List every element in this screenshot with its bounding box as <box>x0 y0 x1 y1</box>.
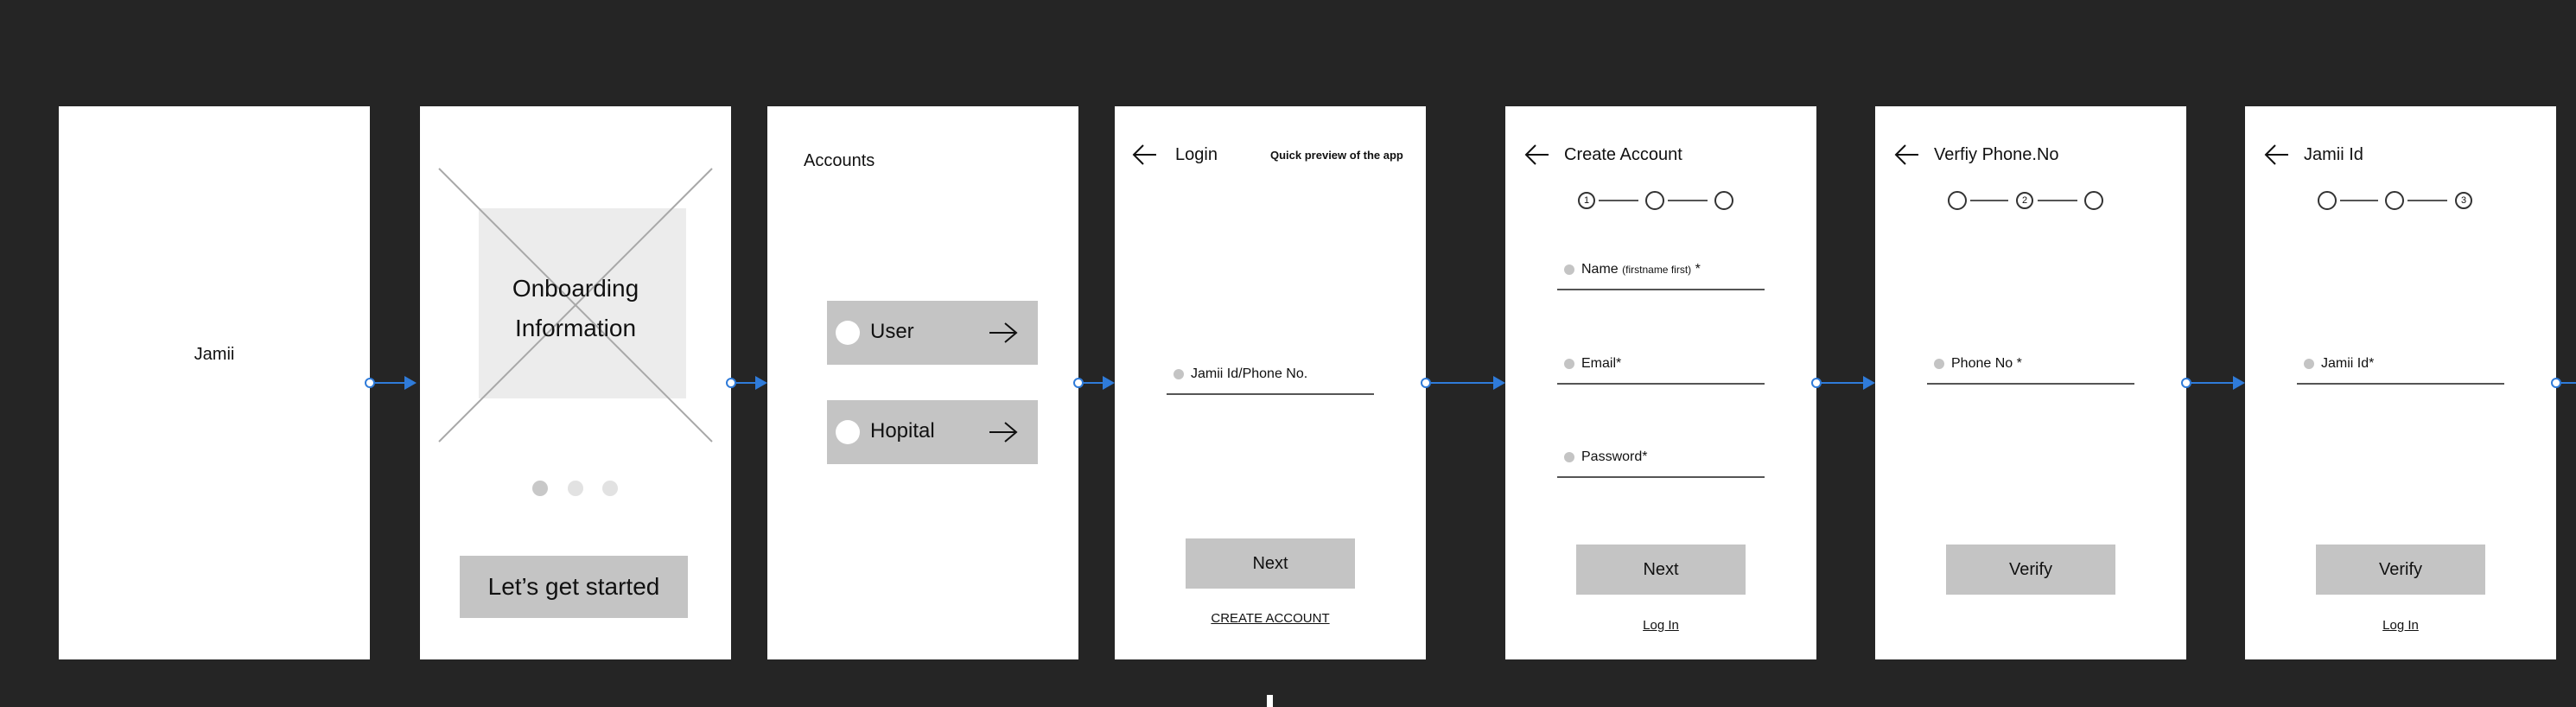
stepper: 2 <box>1948 190 2114 211</box>
jamii-id-title: Jamii Id <box>2304 145 2363 164</box>
onboarding-info-text: Onboarding Information <box>512 275 639 341</box>
image-placeholder-icon <box>438 168 713 443</box>
page-dot-2[interactable] <box>568 481 583 496</box>
accounts-title: Accounts <box>804 151 875 170</box>
page-dot-1[interactable] <box>532 481 548 496</box>
step-connector <box>2407 200 2447 201</box>
screen-splash: Jamii <box>59 106 370 659</box>
account-option-hospital[interactable]: Hopital <box>827 400 1038 464</box>
step-1: 1 <box>1578 192 1595 209</box>
name-input[interactable] <box>1557 289 1765 290</box>
connector-start-dot <box>1811 378 1822 388</box>
jamii-id-input[interactable] <box>2297 383 2504 385</box>
email-input[interactable] <box>1557 383 1765 385</box>
next-button[interactable]: Next <box>1576 545 1746 595</box>
field-indicator-dot <box>1564 452 1574 462</box>
name-label-text: Name <box>1581 262 1619 277</box>
connector-line <box>2556 382 2576 384</box>
field-indicator-dot <box>1174 369 1184 379</box>
connector-arrowhead <box>2233 376 2245 390</box>
step-2 <box>2385 191 2404 210</box>
step-connector <box>1970 200 2008 201</box>
connector-start-dot <box>1073 378 1084 388</box>
connector-arrowhead <box>1103 376 1115 390</box>
connector-arrowhead <box>755 376 767 390</box>
field-indicator-dot <box>2304 359 2314 369</box>
connector-line <box>731 382 757 384</box>
stepper: 1 <box>1578 190 1744 211</box>
account-option-user[interactable]: User <box>827 301 1038 365</box>
connector-start-dot <box>2181 378 2191 388</box>
account-option-label: Hopital <box>870 419 935 443</box>
connector-start-dot <box>2551 378 2561 388</box>
step-connector <box>2038 200 2077 201</box>
stepper: 3 <box>2318 190 2484 211</box>
step-3: 3 <box>2455 192 2472 209</box>
step-1 <box>1948 191 1967 210</box>
screen-create-account: Create Account 1 Name (firstname first) … <box>1505 106 1816 659</box>
quick-preview-link[interactable]: Quick preview of the app <box>1270 149 1403 162</box>
connector-start-dot <box>726 378 736 388</box>
name-label: Name (firstname first) * <box>1581 262 1701 277</box>
create-account-title: Create Account <box>1564 145 1682 164</box>
splash-title: Jamii <box>194 345 235 364</box>
screen-login: Login Quick preview of the app Jamii Id/… <box>1115 106 1426 659</box>
step-2 <box>1645 191 1664 210</box>
arrow-right-icon <box>989 322 1018 343</box>
connector-arrowhead <box>404 376 417 390</box>
jamii-id-phone-label: Jamii Id/Phone No. <box>1191 366 1308 381</box>
step-2: 2 <box>2016 192 2033 209</box>
connector-line <box>1078 382 1104 384</box>
password-input[interactable] <box>1557 476 1765 478</box>
arrow-left-icon[interactable] <box>2264 144 2290 165</box>
connector-line <box>1816 382 1865 384</box>
page-dot-3[interactable] <box>602 481 618 496</box>
arrow-left-icon[interactable] <box>1894 144 1920 165</box>
phone-label: Phone No * <box>1951 356 2022 371</box>
screen-onboarding: Onboarding Information Let’s get started <box>420 106 731 659</box>
flow-stub-line <box>1267 695 1273 707</box>
screen-verify-phone: Verfiy Phone.No 2 Phone No * Verify <box>1875 106 2186 659</box>
field-indicator-dot <box>1564 264 1574 275</box>
screen-accounts: Accounts User Hopital <box>767 106 1078 659</box>
email-label: Email* <box>1581 356 1622 371</box>
login-link[interactable]: Log In <box>2382 618 2419 633</box>
name-hint: (firstname first) <box>1622 264 1692 276</box>
verify-button[interactable]: Verify <box>2316 545 2485 595</box>
name-required: * <box>1695 262 1701 277</box>
connector-start-dot <box>365 378 375 388</box>
field-indicator-dot <box>1934 359 1944 369</box>
connector-line <box>2186 382 2235 384</box>
step-1 <box>2318 191 2337 210</box>
jamii-id-phone-input[interactable] <box>1167 393 1374 395</box>
connector-start-dot <box>1421 378 1431 388</box>
field-indicator-dot <box>1564 359 1574 369</box>
jamii-id-label: Jamii Id* <box>2321 356 2375 371</box>
connector-line <box>370 382 404 384</box>
step-connector <box>2340 200 2378 201</box>
login-link[interactable]: Log In <box>1643 618 1679 633</box>
radio-user[interactable] <box>836 321 860 345</box>
next-button[interactable]: Next <box>1186 538 1355 589</box>
arrow-left-icon[interactable] <box>1524 144 1550 165</box>
account-option-label: User <box>870 320 914 343</box>
connector-arrowhead <box>1493 376 1505 390</box>
connector-line <box>1426 382 1495 384</box>
radio-hospital[interactable] <box>836 420 860 444</box>
password-label: Password* <box>1581 449 1648 464</box>
screen-jamii-id: Jamii Id 3 Jamii Id* Verify Log In <box>2245 106 2556 659</box>
create-account-link[interactable]: CREATE ACCOUNT <box>1211 611 1330 626</box>
step-3 <box>1714 191 1733 210</box>
step-connector <box>1668 200 1708 201</box>
arrow-left-icon[interactable] <box>1132 144 1158 165</box>
step-connector <box>1599 200 1638 201</box>
get-started-button[interactable]: Let’s get started <box>460 556 688 618</box>
login-title: Login <box>1175 145 1218 164</box>
connector-arrowhead <box>1863 376 1875 390</box>
arrow-right-icon <box>989 422 1018 443</box>
phone-input[interactable] <box>1927 383 2134 385</box>
verify-phone-title: Verfiy Phone.No <box>1934 145 2059 164</box>
step-3 <box>2084 191 2103 210</box>
verify-button[interactable]: Verify <box>1946 545 2115 595</box>
